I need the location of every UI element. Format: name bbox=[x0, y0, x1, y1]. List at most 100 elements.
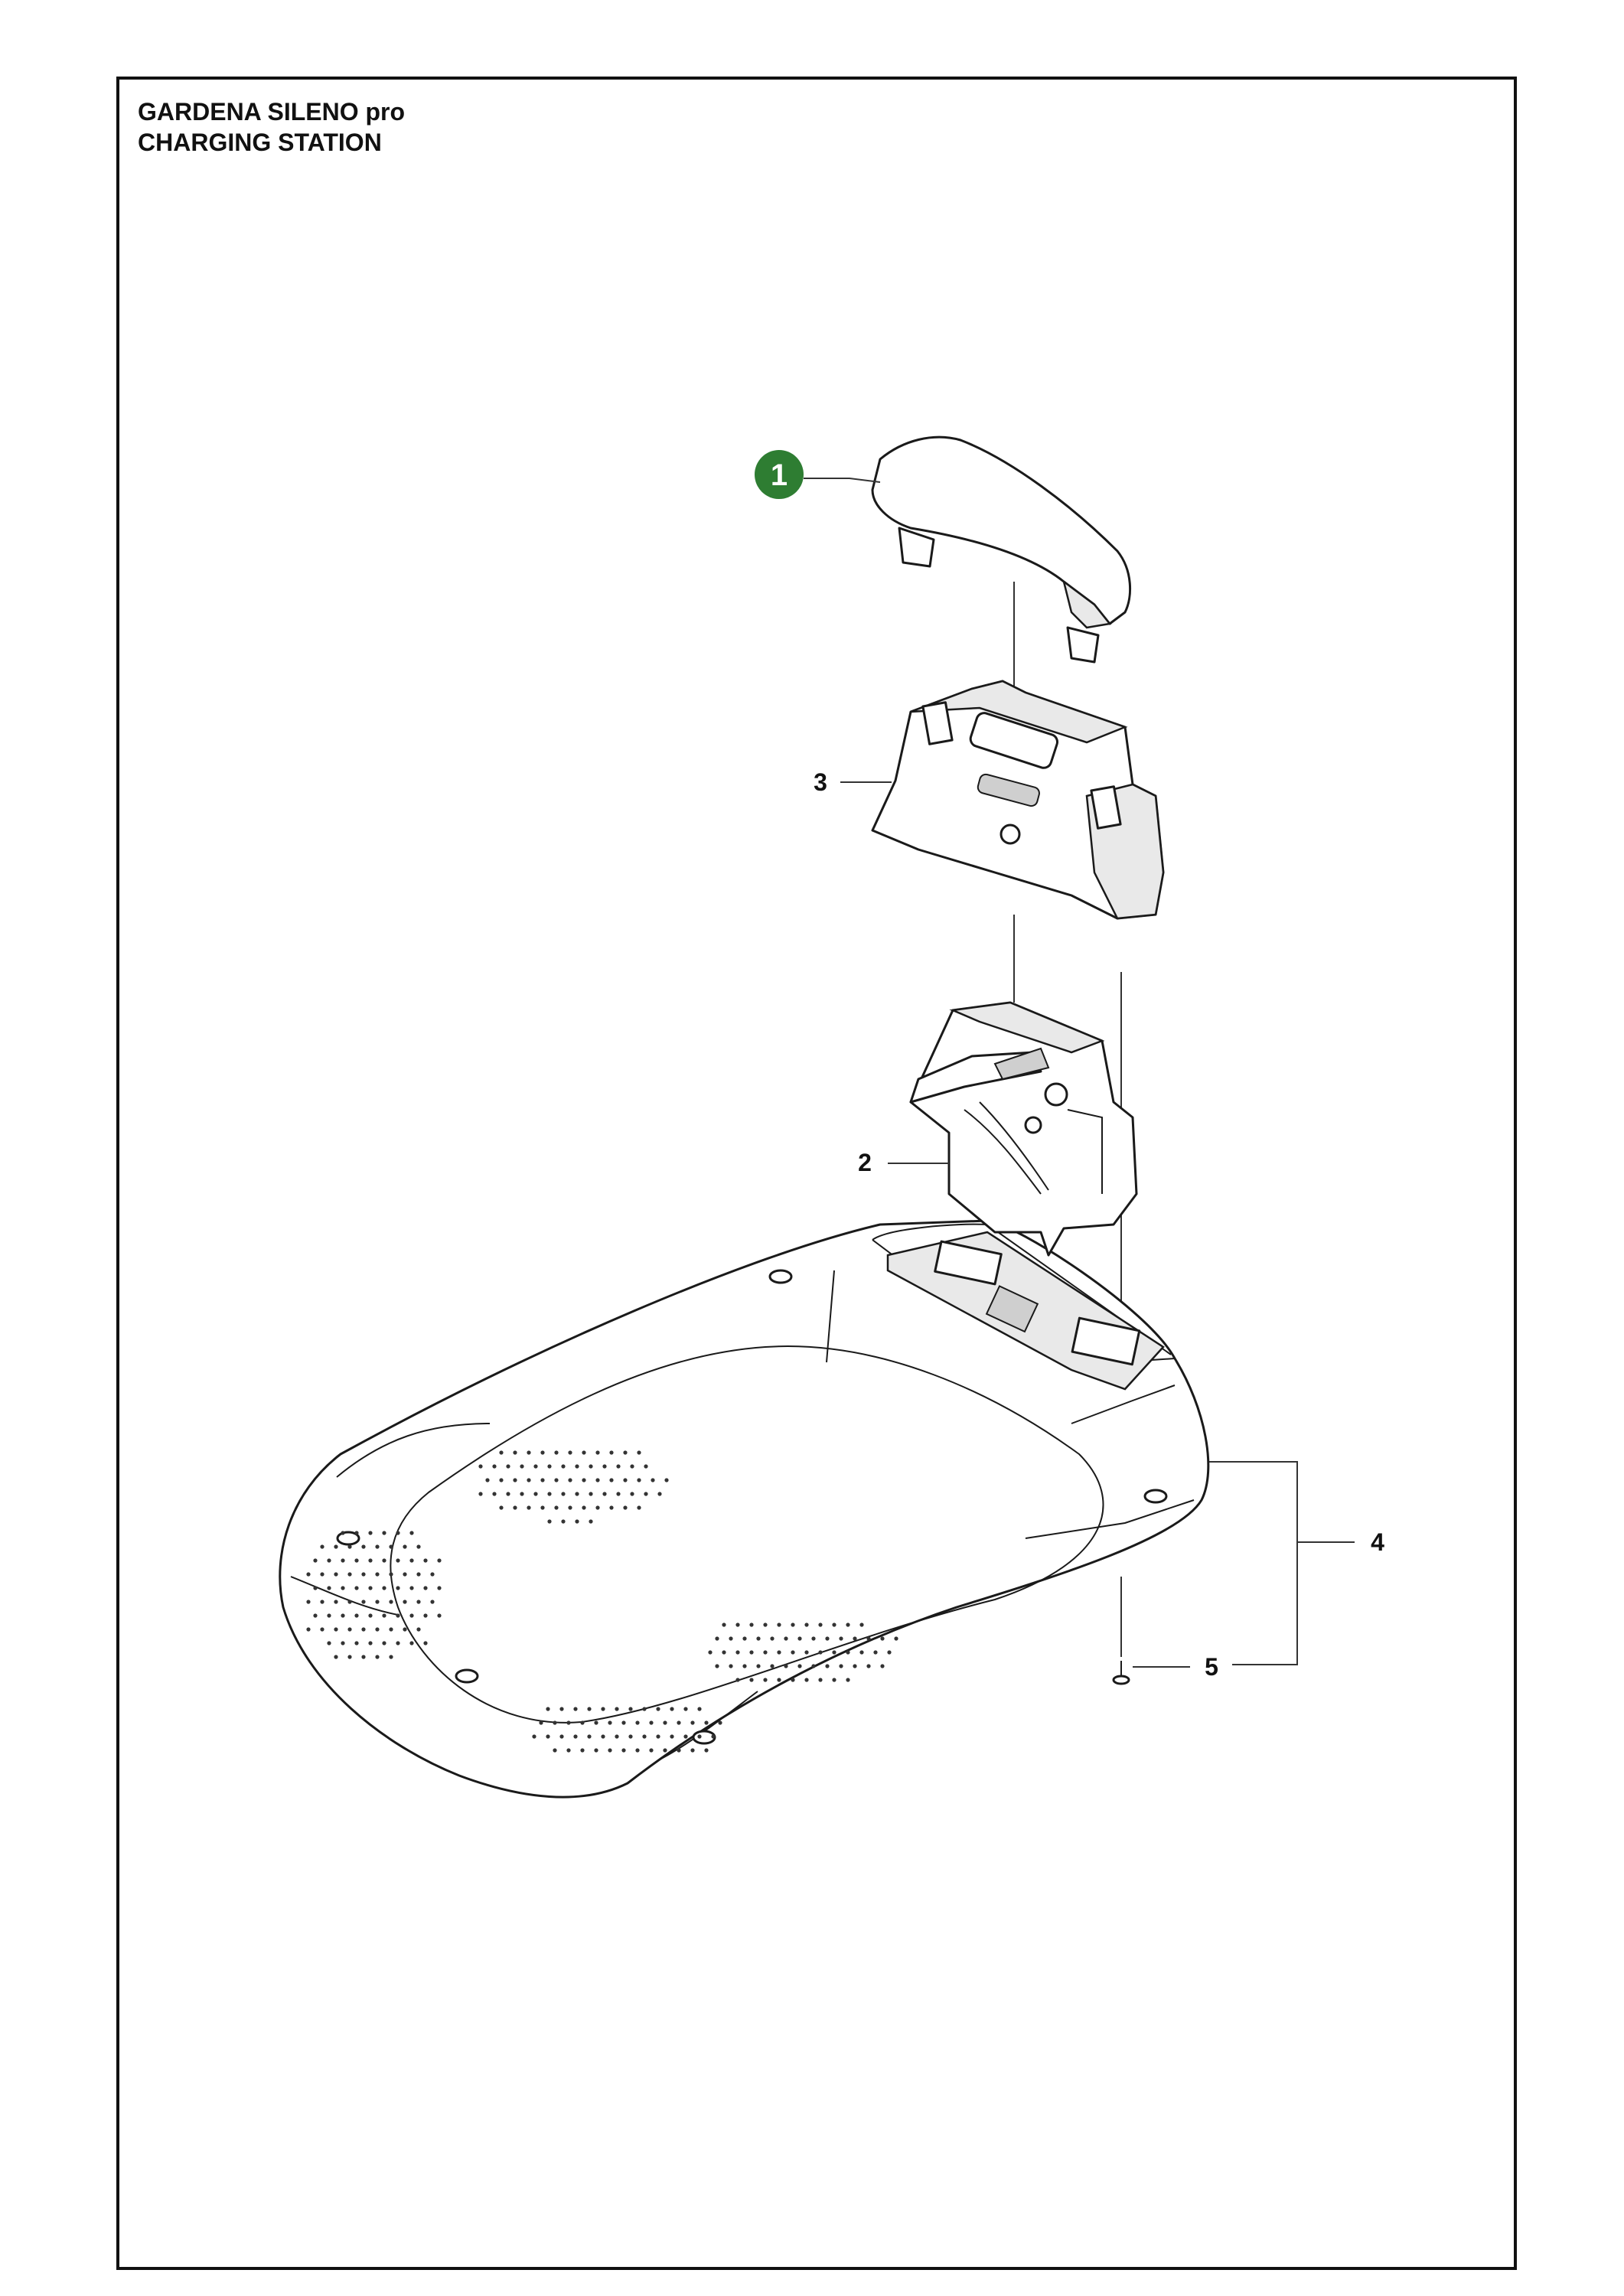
grass-spike bbox=[825, 1664, 830, 1668]
grass-spike bbox=[735, 1623, 740, 1627]
grass-spike bbox=[791, 1678, 795, 1682]
grass-spike bbox=[580, 1748, 585, 1753]
grass-spike bbox=[651, 1478, 655, 1482]
grass-spike bbox=[657, 1492, 662, 1496]
callout-1-badge[interactable]: 1 bbox=[755, 450, 804, 499]
grass-spike bbox=[704, 1748, 709, 1753]
grass-spike bbox=[623, 1478, 628, 1482]
grass-spike bbox=[478, 1464, 483, 1469]
grass-spike bbox=[334, 1627, 338, 1632]
grass-spike bbox=[664, 1478, 669, 1482]
grass-spike bbox=[354, 1531, 359, 1535]
grass-spike bbox=[846, 1623, 850, 1627]
part-cover[interactable] bbox=[871, 680, 1165, 920]
grass-spike bbox=[403, 1627, 407, 1632]
grass-spike bbox=[887, 1650, 892, 1655]
grass-spike bbox=[492, 1464, 497, 1469]
grass-spike bbox=[846, 1650, 850, 1655]
grass-spike bbox=[409, 1531, 414, 1535]
grass-spike bbox=[601, 1707, 605, 1711]
grass-spike bbox=[630, 1464, 634, 1469]
grass-spike bbox=[608, 1748, 612, 1753]
grass-spike bbox=[375, 1655, 380, 1659]
grass-spike bbox=[797, 1636, 802, 1641]
grass-spike bbox=[649, 1748, 654, 1753]
grass-spike bbox=[683, 1734, 688, 1739]
grass-spike bbox=[382, 1586, 386, 1590]
grass-spike bbox=[527, 1505, 531, 1510]
grass-spike bbox=[341, 1613, 345, 1618]
grass-spike bbox=[492, 1492, 497, 1496]
grass-spike bbox=[478, 1492, 483, 1496]
grass-spike bbox=[839, 1636, 843, 1641]
grass-spike bbox=[341, 1531, 345, 1535]
callout-label-2[interactable]: 2 bbox=[858, 1149, 872, 1176]
grass-spike bbox=[396, 1531, 400, 1535]
grass-spike bbox=[320, 1544, 324, 1549]
grass-spike bbox=[818, 1650, 823, 1655]
grass-spike bbox=[341, 1558, 345, 1563]
grass-spike bbox=[575, 1492, 579, 1496]
grass-spike bbox=[866, 1664, 871, 1668]
callout-label-5[interactable]: 5 bbox=[1205, 1653, 1218, 1681]
grass-spike bbox=[368, 1558, 373, 1563]
callout-label-4[interactable]: 4 bbox=[1371, 1528, 1384, 1556]
grass-spike bbox=[797, 1664, 802, 1668]
part-top-cap[interactable] bbox=[871, 435, 1132, 664]
grass-spike bbox=[416, 1544, 421, 1549]
grass-spike bbox=[568, 1505, 572, 1510]
grass-spike bbox=[811, 1664, 816, 1668]
grass-spike bbox=[894, 1636, 898, 1641]
grass-spike bbox=[595, 1450, 600, 1455]
grass-spike bbox=[663, 1720, 667, 1725]
callout-label-3[interactable]: 3 bbox=[814, 768, 827, 796]
grass-spike bbox=[866, 1636, 871, 1641]
grass-spike bbox=[595, 1505, 600, 1510]
part-charging-plate[interactable] bbox=[909, 1001, 1138, 1257]
grass-spike bbox=[749, 1678, 754, 1682]
grass-spike bbox=[644, 1464, 648, 1469]
grass-spike bbox=[409, 1641, 414, 1645]
grass-spike bbox=[540, 1478, 545, 1482]
grass-spike bbox=[616, 1464, 621, 1469]
grass-spike bbox=[334, 1655, 338, 1659]
grass-spike bbox=[853, 1636, 857, 1641]
grass-spike bbox=[791, 1623, 795, 1627]
page-title: GARDENA SILENO pro CHARGING STATION bbox=[138, 96, 405, 158]
grass-spike bbox=[839, 1664, 843, 1668]
grass-spike bbox=[594, 1748, 598, 1753]
grass-spike bbox=[320, 1600, 324, 1604]
grass-spike bbox=[587, 1707, 592, 1711]
grass-spike bbox=[334, 1600, 338, 1604]
grass-spike bbox=[715, 1664, 719, 1668]
grass-spike bbox=[409, 1558, 414, 1563]
grass-spike bbox=[609, 1450, 614, 1455]
grass-spike bbox=[368, 1613, 373, 1618]
grass-spike bbox=[403, 1600, 407, 1604]
part-screw[interactable] bbox=[1112, 1661, 1130, 1685]
grass-spike bbox=[880, 1664, 885, 1668]
title-line-assembly: CHARGING STATION bbox=[138, 129, 382, 156]
part-base-plate[interactable] bbox=[279, 1219, 1210, 1799]
grass-spike bbox=[423, 1613, 428, 1618]
grass-spike bbox=[554, 1478, 559, 1482]
grass-spike bbox=[575, 1464, 579, 1469]
grass-spike bbox=[547, 1519, 552, 1524]
grass-spike bbox=[485, 1478, 490, 1482]
grass-spike bbox=[763, 1623, 768, 1627]
grass-spike bbox=[368, 1586, 373, 1590]
grass-spike bbox=[437, 1613, 442, 1618]
grass-spike bbox=[396, 1613, 400, 1618]
drawing-frame bbox=[116, 77, 1517, 2270]
grass-spike bbox=[396, 1641, 400, 1645]
grass-spike bbox=[704, 1720, 709, 1725]
grass-spike bbox=[375, 1572, 380, 1577]
grass-spike bbox=[347, 1572, 352, 1577]
grass-spike bbox=[637, 1505, 641, 1510]
grass-spike bbox=[670, 1734, 674, 1739]
grass-spike bbox=[853, 1664, 857, 1668]
grass-spike bbox=[559, 1734, 564, 1739]
grass-spike bbox=[506, 1464, 510, 1469]
grass-spike bbox=[595, 1478, 600, 1482]
grass-spike bbox=[566, 1720, 571, 1725]
